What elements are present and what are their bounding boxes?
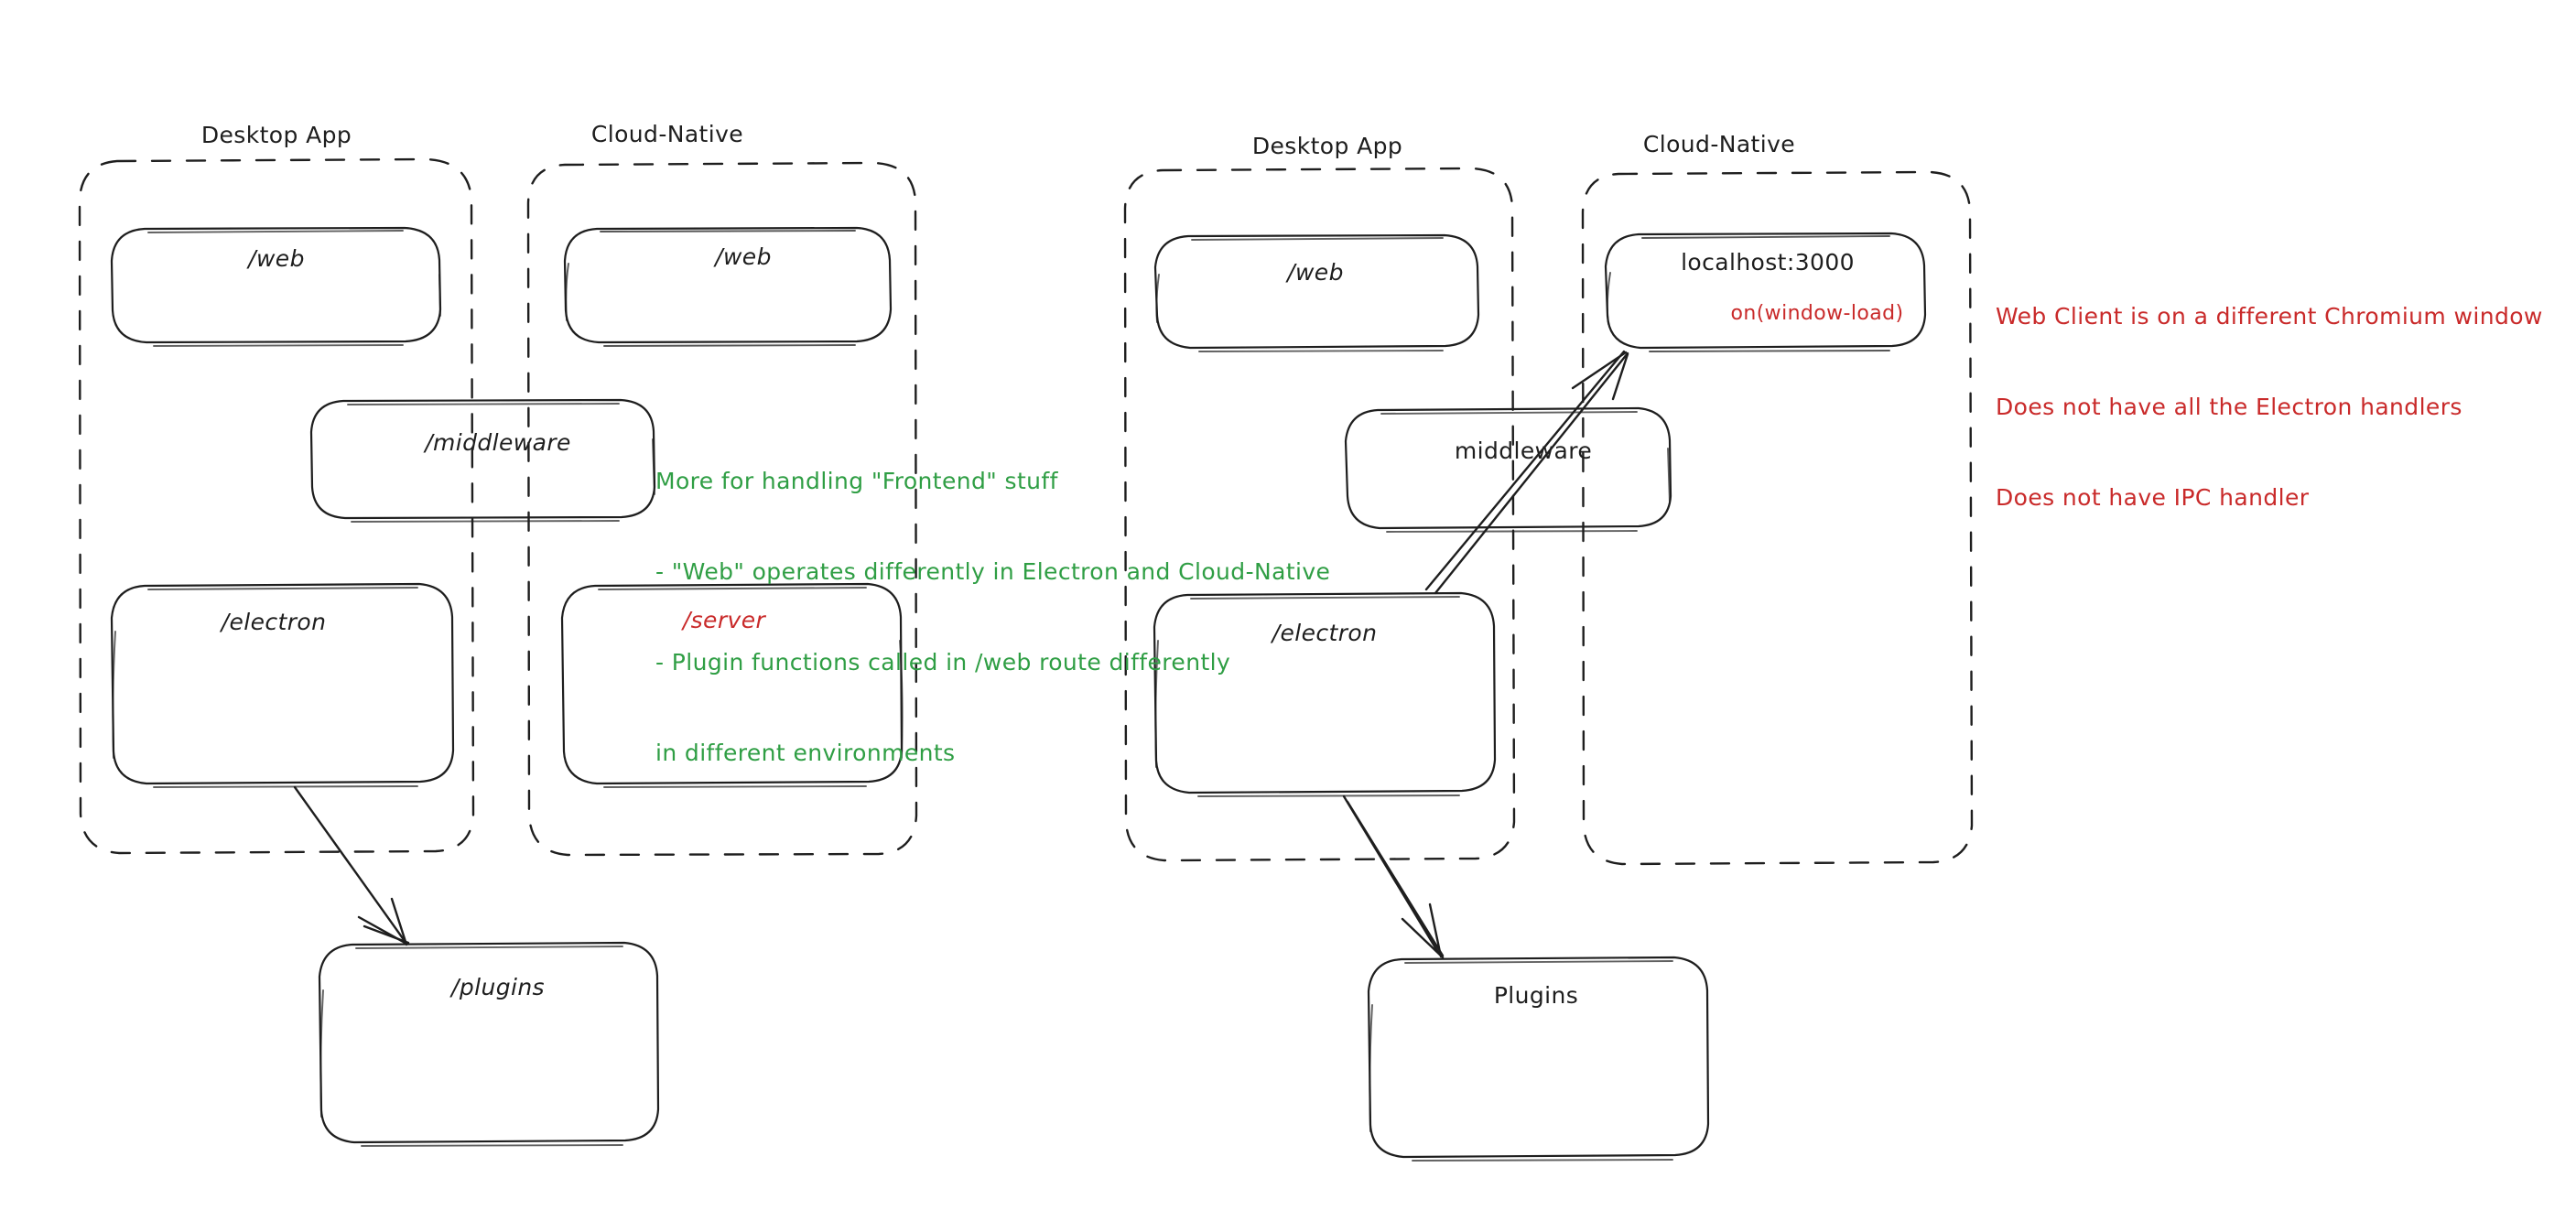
- node-label-right-plugins: Plugins: [1493, 982, 1579, 1009]
- node-label-left-middleware: /middleware: [425, 429, 571, 456]
- group-box-left-cloud: [526, 161, 918, 857]
- node-shape-left-desktop-web: [110, 226, 442, 347]
- group-box-right-desktop: [1123, 167, 1516, 862]
- node-label-left-plugins: /plugins: [451, 974, 545, 1000]
- node-shape-right-plugins: [1367, 956, 1710, 1162]
- annotation-green-line-4: in different environments: [655, 740, 956, 766]
- node-label-left-cloud-web: /web: [715, 243, 772, 270]
- node-shape-right-electron: [1153, 591, 1497, 797]
- node-shape-left-plugins: [318, 941, 660, 1147]
- node-sublabel-right-localhost: on(window-load): [1730, 302, 1904, 325]
- group-box-left-desktop: [78, 157, 475, 855]
- node-shape-right-localhost: [1604, 232, 1927, 352]
- annotation-red-line-2: Does not have all the Electron handlers: [1996, 394, 2462, 420]
- node-shape-left-server: [560, 582, 904, 788]
- annotation-green-line-1: More for handling "Frontend" stuff: [655, 468, 1058, 494]
- annotation-green-line-3: - Plugin functions called in /web route …: [655, 649, 1231, 675]
- annotation-green-line-2: - "Web" operates differently in Electron…: [655, 558, 1331, 585]
- group-title-right-cloud: Cloud-Native: [1642, 131, 1796, 157]
- node-label-right-localhost: localhost:3000: [1681, 249, 1855, 276]
- node-label-left-desktop-web: /web: [248, 245, 305, 272]
- annotation-green: More for handling "Frontend" stuff - "We…: [655, 405, 1330, 828]
- annotation-red-line-3: Does not have IPC handler: [1996, 484, 2310, 511]
- edge-right-electron-to-plugins: [1342, 794, 1445, 959]
- annotation-red: Web Client is on a different Chromium wi…: [1996, 241, 2543, 573]
- group-box-right-cloud: [1581, 170, 1974, 866]
- node-label-right-desktop-web: /web: [1287, 259, 1344, 286]
- node-shape-right-middleware: [1344, 406, 1672, 533]
- group-title-left-desktop: Desktop App: [200, 122, 352, 148]
- node-label-right-electron: /electron: [1272, 620, 1378, 646]
- node-shape-left-middleware: [309, 398, 656, 523]
- node-shape-left-cloud-web: [563, 226, 893, 347]
- group-title-left-cloud: Cloud-Native: [590, 121, 744, 147]
- annotation-red-line-1: Web Client is on a different Chromium wi…: [1996, 303, 2543, 330]
- node-label-left-server: /server: [682, 607, 766, 633]
- edge-right-electron-to-localhost: [1424, 350, 1629, 595]
- node-shape-right-desktop-web: [1153, 233, 1480, 352]
- node-label-right-middleware: middleware: [1454, 438, 1593, 464]
- group-title-right-desktop: Desktop App: [1251, 133, 1403, 159]
- node-label-left-electron: /electron: [221, 609, 327, 635]
- node-shape-left-electron: [110, 582, 455, 788]
- edge-left-electron-to-plugins: [293, 785, 410, 946]
